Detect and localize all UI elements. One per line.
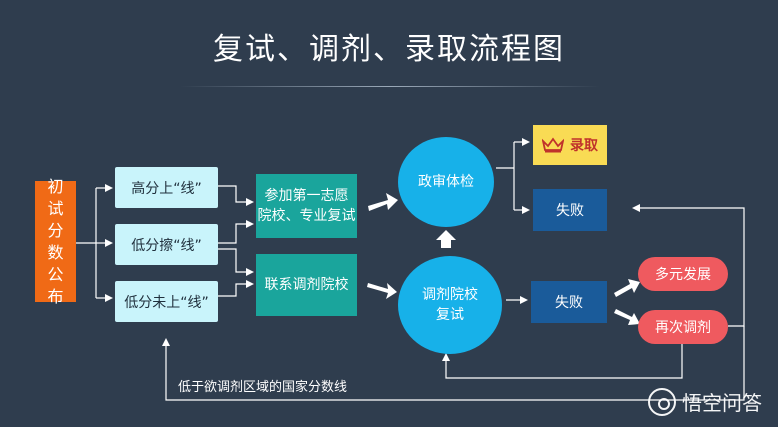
fail-top-box: 失败	[533, 189, 607, 231]
high-score-label: 高分上“线”	[131, 180, 202, 197]
fail-mid-label: 失败	[555, 295, 583, 311]
borderline-score-label: 低分擦“线”	[131, 237, 202, 254]
diverse-development-pill: 多元发展	[638, 257, 728, 291]
admit-label: 录取	[570, 138, 598, 154]
title-divider	[180, 86, 600, 87]
score-line-note: 低于欲调剂区域的国家分数线	[178, 380, 348, 395]
first-choice-line2: 院校、专业复试	[257, 208, 356, 224]
adjust-retest-line1: 调剂院校	[422, 287, 478, 303]
borderline-score-box: 低分擦“线”	[115, 224, 218, 265]
adjust-retest-line2: 复试	[436, 307, 464, 323]
watermark: 悟空问答	[648, 387, 762, 416]
page-title: 复试、调剂、录取流程图	[213, 32, 565, 67]
contact-adjust-school-label: 联系调剂院校	[264, 277, 349, 293]
watermark-logo-icon	[648, 387, 676, 416]
readjust-label: 再次调剂	[655, 320, 711, 336]
watermark-text: 悟空问答	[682, 391, 762, 415]
fail-mid-box: 失败	[531, 281, 607, 323]
crown-icon	[542, 137, 564, 153]
political-review-label: 政审体检	[418, 174, 474, 190]
high-score-box: 高分上“线”	[115, 167, 218, 208]
political-review-circle: 政审体检	[398, 137, 494, 227]
adjust-retest-circle: 调剂院校 复试	[398, 256, 502, 354]
first-choice-line1: 参加第一志愿	[264, 188, 349, 204]
first-choice-retest-box: 参加第一志愿 院校、专业复试	[256, 174, 357, 238]
initial-score-box: 初试分数公布	[35, 177, 76, 306]
diverse-development-label: 多元发展	[655, 267, 711, 283]
initial-score-label: 初试分数公布	[47, 176, 64, 306]
below-line-label: 低分未上“线”	[124, 294, 209, 311]
contact-adjust-school-box: 联系调剂院校	[256, 254, 357, 316]
readjust-pill: 再次调剂	[638, 310, 728, 344]
admit-box: 录取	[533, 125, 607, 165]
below-line-box: 低分未上“线”	[115, 281, 218, 322]
fail-top-label: 失败	[556, 203, 584, 219]
